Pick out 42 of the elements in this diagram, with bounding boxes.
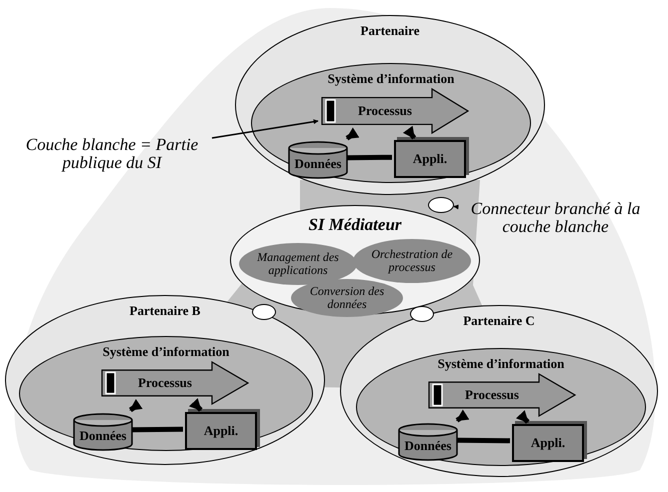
system-title: Système d’information <box>102 345 230 359</box>
application-label: Appli. <box>204 424 238 438</box>
process-arrow <box>100 360 250 406</box>
system-title: Système d’information <box>328 72 454 86</box>
data-label: Données <box>404 439 452 453</box>
connector-line <box>516 410 530 424</box>
service-label: Management des applications <box>256 251 340 277</box>
process-arrow <box>320 87 470 135</box>
application-box <box>394 140 466 178</box>
database-cylinder <box>287 140 349 180</box>
partner-title: Partenaire <box>360 24 420 38</box>
leader-line <box>454 204 459 210</box>
callout-text: Connecteur branché à la couche blanche <box>470 200 642 236</box>
connector-line <box>346 154 392 160</box>
application-box <box>185 412 257 450</box>
service-blob <box>353 239 471 283</box>
data-label: Données <box>80 429 126 443</box>
process-label: Processus <box>138 376 192 390</box>
partner-title: Partenaire B <box>130 304 200 318</box>
connector-line <box>402 126 416 140</box>
callout-text: Couche blanche = Partie publique du SI <box>24 136 200 172</box>
connector-line <box>456 438 510 444</box>
connector-line <box>456 409 470 422</box>
system-title: Système d’information <box>438 357 564 371</box>
process-label: Processus <box>465 388 519 402</box>
partner-title: Partenaire C <box>463 314 535 328</box>
connector-line <box>128 398 143 412</box>
mediator-title: SI Médiateur <box>308 216 402 234</box>
database-cylinder <box>397 422 459 462</box>
process-label: Processus <box>358 104 412 118</box>
leader-line <box>212 119 318 139</box>
connector-line <box>188 398 203 412</box>
process-arrow <box>427 372 577 418</box>
application-box <box>512 424 584 462</box>
database-cylinder <box>72 412 134 452</box>
data-label: Données <box>294 157 342 171</box>
service-label: Orchestration de processus <box>370 248 454 274</box>
connector-line <box>346 127 360 140</box>
application-label: Appli. <box>530 436 566 450</box>
connector-line <box>132 426 184 432</box>
service-label: Conversion des données <box>308 285 386 311</box>
application-label: Appli. <box>412 152 448 166</box>
